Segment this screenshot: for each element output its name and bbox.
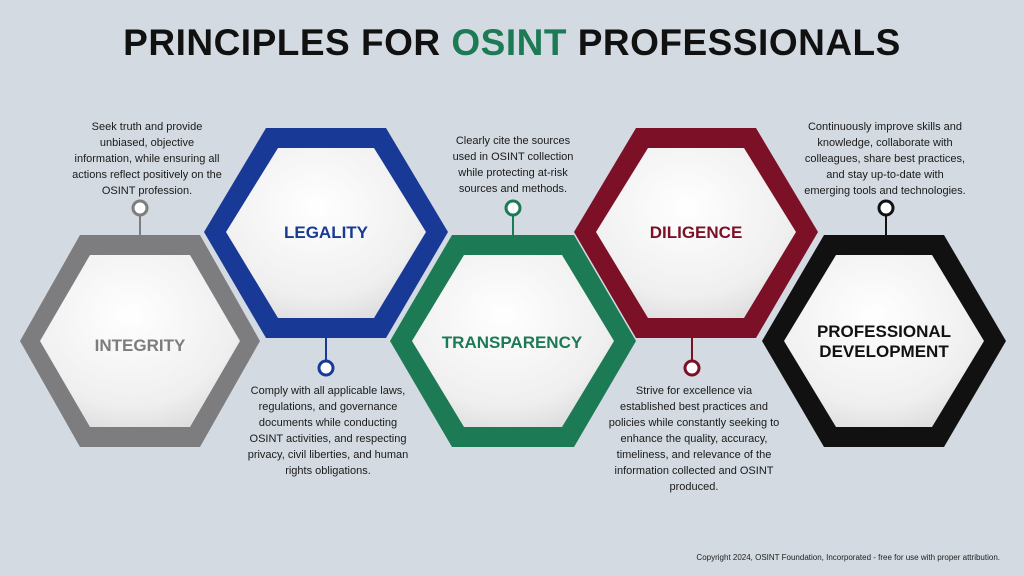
hexagon-legality: LEGALITY — [204, 128, 448, 338]
description-professional-development: Continuously improve skills and knowledg… — [804, 121, 966, 197]
title-suffix: PROFESSIONALS — [577, 22, 901, 63]
connector-integrity — [131, 199, 149, 236]
connector-transparency — [504, 199, 522, 236]
title-prefix: PRINCIPLES FOR — [123, 22, 441, 63]
page-title: PRINCIPLES FOR OSINT PROFESSIONALS — [0, 22, 1024, 64]
label-professional-development-line2: DEVELOPMENT — [819, 342, 949, 361]
label-transparency: TRANSPARENCY — [442, 333, 583, 352]
hexagon-integrity: INTEGRITY — [20, 235, 260, 447]
hexagon-transparency: TRANSPARENCY — [390, 235, 636, 447]
connector-diligence — [683, 328, 701, 377]
copyright-notice: Copyright 2024, OSINT Foundation, Incorp… — [696, 553, 1000, 562]
title-accent: OSINT — [451, 22, 567, 63]
hexagon-professional-development: PROFESSIONAL DEVELOPMENT — [762, 235, 1006, 447]
label-diligence: DILIGENCE — [650, 223, 743, 242]
description-legality: Comply with all applicable laws, regulat… — [247, 385, 409, 477]
description-diligence: Strive for excellence via established be… — [608, 385, 780, 493]
label-professional-development-line1: PROFESSIONAL — [817, 322, 951, 341]
label-legality: LEGALITY — [284, 223, 369, 242]
label-integrity: INTEGRITY — [95, 336, 186, 355]
connector-professional-development — [877, 199, 895, 236]
description-transparency: Clearly cite the sources used in OSINT c… — [452, 135, 574, 195]
description-integrity: Seek truth and provide unbiased, objecti… — [72, 121, 222, 197]
hexagon-diligence: DILIGENCE — [574, 128, 818, 338]
